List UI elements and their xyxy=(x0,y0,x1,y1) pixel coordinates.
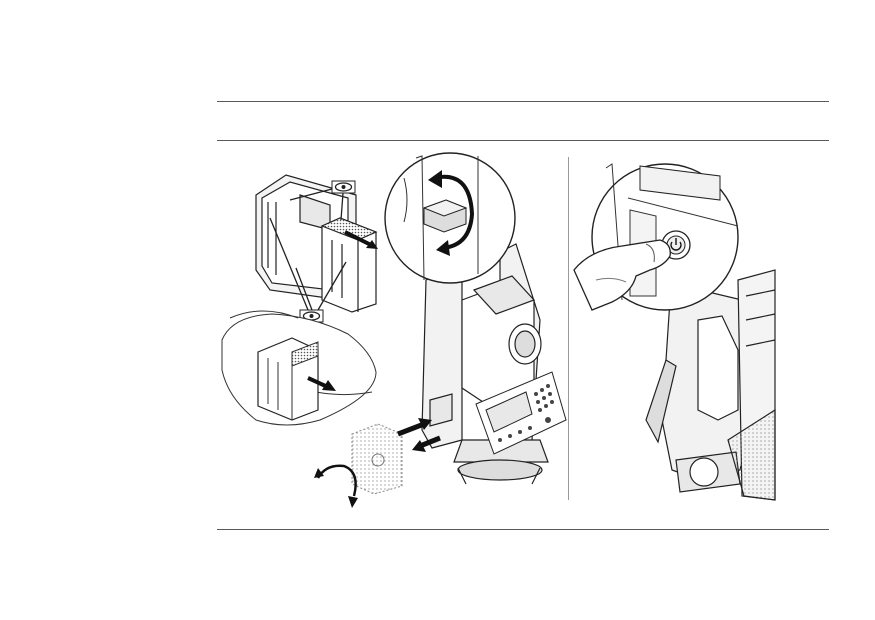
power-icon xyxy=(670,238,682,251)
finger-pressing-button xyxy=(573,239,671,311)
header-rule-bottom xyxy=(217,140,829,141)
header-rule-top xyxy=(217,101,829,102)
instrument-right-view xyxy=(645,269,776,501)
rotate-arrow-icon xyxy=(314,464,358,508)
hands-holding-battery xyxy=(221,310,377,426)
pointer-lines xyxy=(269,188,347,311)
slide-arrows xyxy=(397,418,441,452)
eye-icon xyxy=(331,180,356,194)
detail-circle-knob xyxy=(384,152,516,284)
footer-rule xyxy=(217,529,829,530)
keyboard-panel xyxy=(475,371,567,455)
figure-divider xyxy=(568,157,569,500)
battery-cover xyxy=(351,423,403,495)
